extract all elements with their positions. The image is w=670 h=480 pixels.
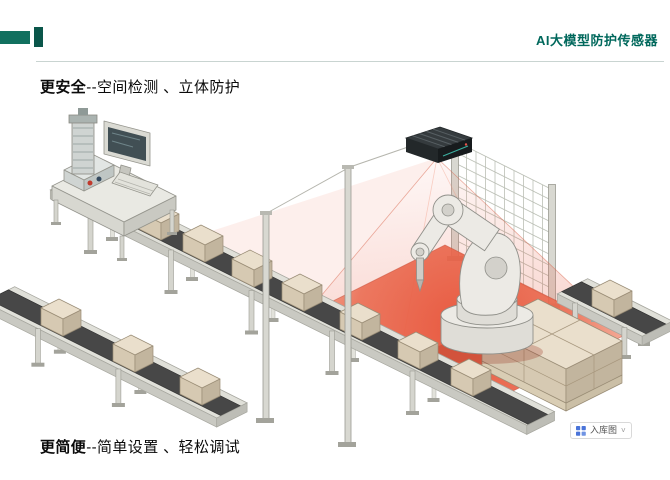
heading-keyword: 更安全 (40, 79, 87, 96)
heading-keyword: 更简便 (40, 439, 87, 456)
box (591, 279, 633, 318)
lower-conveyor-boxes (40, 298, 221, 406)
chevron-down-icon: ˅ (621, 425, 626, 435)
machine-column (63, 108, 115, 192)
section-heading-top: 更安全--空间检测 、立体防护 (40, 76, 240, 97)
side-conveyor (556, 278, 670, 359)
heading-detail: --空间检测 、立体防护 (86, 79, 241, 96)
monitor (103, 120, 151, 178)
box (112, 334, 154, 373)
accent-bar (0, 31, 30, 44)
accent-bar-small (34, 27, 43, 47)
light-curtain-posts (256, 165, 356, 447)
slide-title: AI大模型防护传感器 (535, 33, 658, 48)
box (182, 224, 224, 263)
box (450, 358, 492, 397)
box (40, 298, 82, 337)
image-tag-badge[interactable]: 入库图 ˅ (570, 422, 632, 439)
box (281, 273, 323, 312)
box (179, 367, 221, 406)
section-heading-bottom: 更简便--简单设置 、轻松调试 (40, 436, 240, 457)
heading-detail: --简单设置 、轻松调试 (86, 439, 241, 456)
header-divider (36, 61, 664, 62)
badge-label: 入库图 (590, 425, 618, 435)
keyboard (111, 171, 159, 197)
box (397, 331, 439, 370)
safety-sensor (404, 126, 474, 163)
robot-arm (410, 194, 543, 364)
grid-icon (576, 425, 586, 436)
control-station (51, 108, 177, 261)
